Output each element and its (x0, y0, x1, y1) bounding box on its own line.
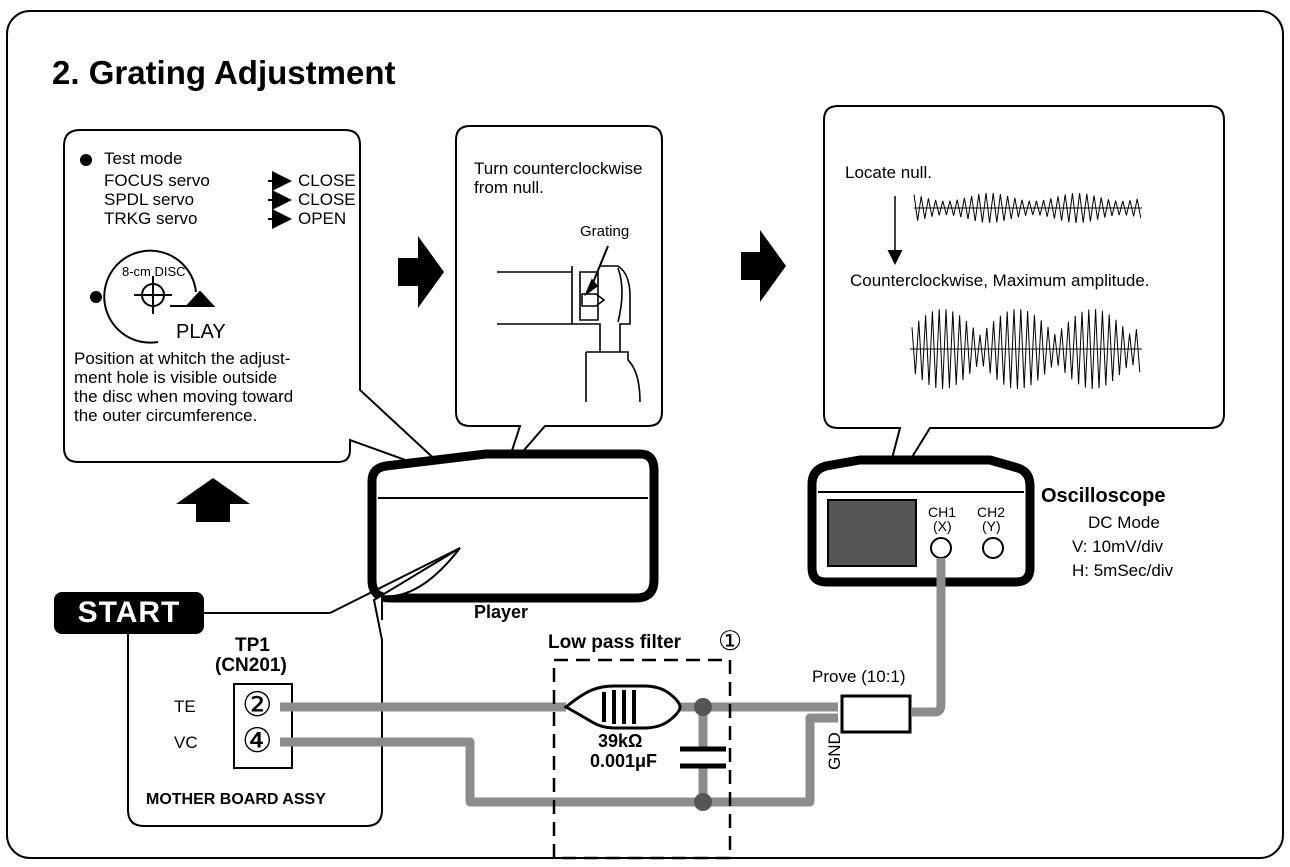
connector-cn201 (233, 683, 293, 769)
page-title: 2. Grating Adjustment (52, 54, 396, 91)
cn201-label: (CN201) (215, 655, 287, 676)
probe-10-1 (840, 694, 912, 734)
play-label: PLAY (176, 321, 226, 343)
ch1-sub-label: (X) (933, 518, 952, 534)
tp1-label: TP1 (235, 635, 270, 656)
player-label: Player (474, 602, 529, 622)
turn-instruction-line2: from null. (474, 178, 544, 197)
test-mode-callout (63, 129, 456, 479)
ch1-terminal (930, 537, 952, 559)
trkg-servo-state: OPEN (298, 209, 347, 228)
capacitor-value: 0.001μF (590, 751, 658, 771)
position-text-line4: the outer circumference. (74, 406, 258, 425)
low-pass-filter-title: Low pass filter (548, 632, 682, 653)
grating-label: Grating (580, 223, 630, 240)
null-waveform (913, 192, 1142, 224)
position-text-line1: Position at whitch the adjust- (74, 349, 291, 368)
flow-arrow-up (176, 478, 250, 522)
flow-arrow-right-2 (741, 230, 786, 302)
max-amplitude-label: Counterclockwise, Maximum amplitude. (850, 271, 1150, 290)
oscilloscope-vertical: V: 10mV/div (1072, 537, 1164, 556)
bullet-icon (90, 291, 102, 303)
start-badge: START (54, 592, 204, 634)
spdl-servo-label: SPDL servo (104, 190, 195, 209)
position-text-line3: the disc when moving toward (74, 387, 294, 406)
turn-instruction-line1: Turn counterclockwise (474, 159, 643, 178)
disc-icon (103, 249, 216, 344)
resistor-value: 39kΩ (598, 731, 643, 751)
ch2-sub-label: (Y) (982, 518, 1001, 534)
gnd-label: GND (825, 732, 844, 770)
position-text-line2: ment hole is visible outside (74, 368, 278, 387)
locate-null-label: Locate null. (845, 163, 932, 182)
grating-callout (455, 125, 663, 473)
junction-top (694, 698, 712, 716)
oscilloscope-mode: DC Mode (1088, 513, 1160, 532)
trkg-servo-label: TRKG servo (104, 209, 198, 228)
oscilloscope-title: Oscilloscope (1041, 485, 1166, 507)
ch2-terminal (982, 537, 1004, 559)
low-pass-filter-box (552, 658, 732, 860)
filter-number: ① (718, 626, 743, 656)
focus-servo-state: CLOSE (298, 171, 356, 190)
junction-bottom (694, 793, 712, 811)
oscilloscope-screen (827, 499, 917, 567)
flow-arrow-right-1 (398, 236, 444, 308)
probe-label: Prove (10:1) (812, 667, 906, 686)
oscilloscope-horizontal: H: 5mSec/div (1072, 561, 1174, 580)
mother-board-assy-label: MOTHER BOARD ASSY (146, 791, 326, 808)
pin-4-number: ④ (242, 722, 273, 760)
vc-label: VC (174, 733, 198, 752)
diagram-frame (6, 10, 1284, 859)
max-amplitude-waveform (910, 309, 1142, 390)
ch1-label: CH1 (928, 504, 957, 520)
test-mode-label: Test mode (104, 149, 183, 168)
bullet-icon (80, 154, 92, 166)
disc-label: 8-cm DISC (122, 264, 186, 279)
spdl-servo-state: CLOSE (298, 190, 356, 209)
ch2-label: CH2 (977, 504, 1006, 520)
pin-2-number: ② (242, 686, 273, 724)
te-label: TE (174, 697, 196, 716)
resistor-39k (563, 684, 682, 730)
grating-mechanism-drawing (497, 245, 641, 403)
arrow-icon (268, 171, 292, 229)
focus-servo-label: FOCUS servo (104, 171, 210, 190)
mother-board-callout (127, 547, 461, 827)
oscilloscope-device (807, 455, 1035, 587)
